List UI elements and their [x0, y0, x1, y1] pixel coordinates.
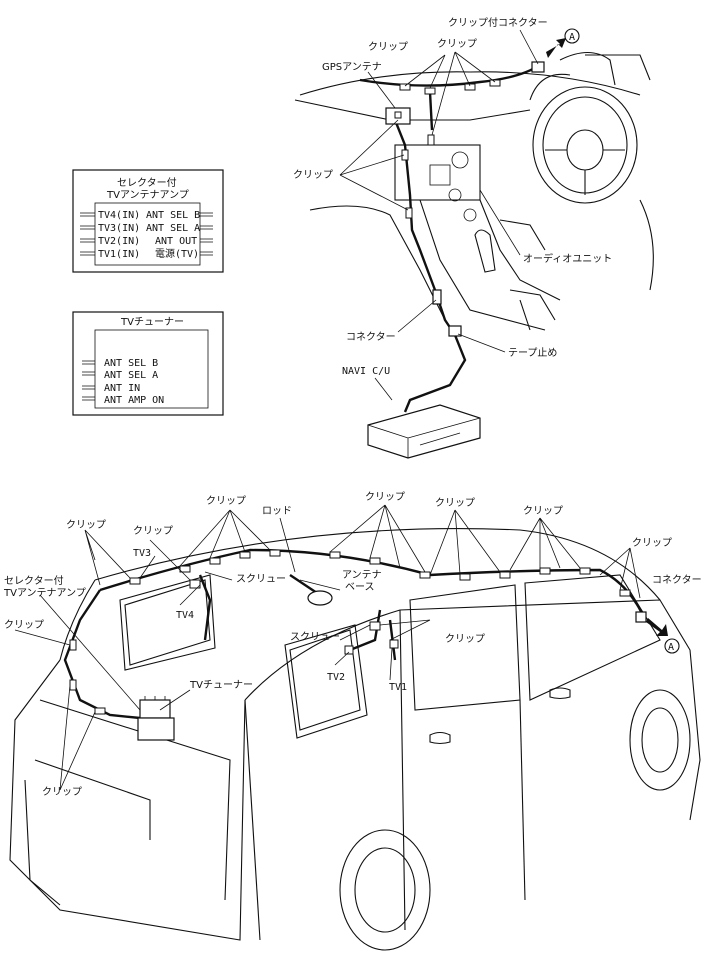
label-antenna-base-2: ベース [345, 581, 375, 593]
dashboard-drawing [294, 28, 654, 459]
label-audio-unit: オーディオユニット [523, 252, 612, 265]
label-car-clip-top3: クリップ [435, 497, 475, 509]
tuner-title: TVチューナー [120, 316, 184, 328]
amp-left-pin: TV3(IN) [98, 223, 140, 234]
label-connector: コネクター [346, 331, 396, 343]
label-tape-stop: テープ止め [508, 347, 557, 359]
label-car-clip-left1: クリップ [66, 519, 106, 531]
tuner-pin: ANT SEL A [104, 370, 158, 381]
circle-a-icon [564, 28, 580, 44]
arrow-icon [546, 38, 566, 58]
label-antenna-base-1: アンテナ [342, 569, 382, 581]
label-clip-side: クリップ [293, 169, 333, 181]
label-car-clip-mid: クリップ [445, 633, 485, 645]
amp-right-pin: 電源(TV) [155, 247, 199, 260]
label-clip-top-left: クリップ [368, 41, 408, 53]
label-tv2: TV2 [327, 672, 345, 683]
label-tuner: TVチューナー [189, 679, 253, 691]
label-car-clip-bottom: クリップ [42, 786, 82, 798]
label-tv4: TV4 [176, 610, 194, 621]
amp-right-pin: ANT SEL B [146, 210, 200, 221]
label-tv1: TV1 [389, 682, 407, 693]
label-car-clip-left2: クリップ [133, 525, 173, 537]
tuner-box [72, 311, 224, 416]
label-car-clip-far-right: クリップ [632, 537, 672, 549]
label-rod: ロッド [262, 506, 292, 517]
label-clip-connector: クリップ付コネクター [448, 16, 548, 29]
tuner-pin: ANT AMP ON [104, 395, 164, 406]
amp-right-pin: ANT OUT [155, 236, 197, 247]
label-car-clip-rear-left: クリップ [4, 619, 44, 631]
amp-box [72, 169, 224, 273]
label-amp-1: セレクター付 [4, 574, 64, 587]
label-amp-2: TVアンテナアンプ [3, 587, 86, 599]
label-circle-a-top: A [569, 32, 575, 43]
label-tv3: TV3 [133, 548, 151, 559]
circle-a-icon [664, 638, 680, 654]
label-clip-top-right: クリップ [437, 38, 477, 50]
amp-right-pin: ANT SEL A [146, 223, 200, 234]
amp-title-line2: TVアンテナアンプ [106, 189, 189, 201]
label-navi: NAVI C/U [342, 366, 390, 377]
label-screw-front: スクリュー [290, 631, 340, 643]
amp-left-pin: TV2(IN) [98, 236, 140, 247]
label-circle-a-bottom: A [668, 642, 674, 653]
label-car-connector: コネクター [652, 574, 702, 586]
arrow-icon [646, 618, 668, 636]
label-car-clip-top1: クリップ [206, 495, 246, 507]
tuner-pin: ANT SEL B [104, 358, 158, 369]
label-gps-antenna: GPSアンテナ [322, 61, 382, 73]
amp-left-pin: TV1(IN) [98, 249, 140, 260]
amp-title-line1: セレクター付 [117, 176, 177, 189]
amp-left-pin: TV4(IN) [98, 210, 140, 221]
label-screw-rear: スクリュー [236, 573, 286, 585]
tuner-pin: ANT IN [104, 383, 140, 394]
label-car-clip-top4: クリップ [523, 505, 563, 517]
car-drawing [9, 504, 701, 951]
label-car-clip-top2: クリップ [365, 491, 405, 503]
